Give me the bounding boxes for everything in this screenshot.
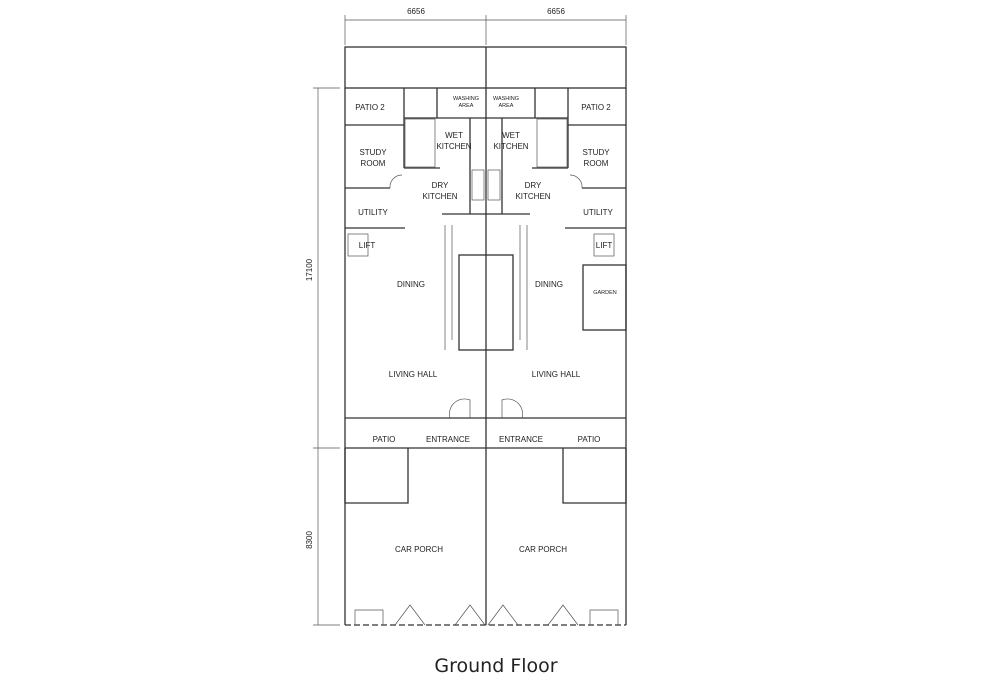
room-living-right: LIVING HALL bbox=[532, 370, 581, 379]
room-car-porch-right: CAR PORCH bbox=[519, 545, 567, 554]
room-dry-kitchen-left: KITCHEN bbox=[422, 192, 457, 201]
room-washing-area-right: AREA bbox=[499, 103, 514, 109]
room-living-left: LIVING HALL bbox=[389, 370, 438, 379]
room-dining-left: DINING bbox=[397, 280, 425, 289]
room-wet-right: WET bbox=[502, 131, 520, 140]
room-wet-kitchen-right: KITCHEN bbox=[493, 142, 528, 151]
room-patio2-left: PATIO 2 bbox=[355, 103, 385, 112]
room-entrance-left: ENTRANCE bbox=[426, 435, 470, 444]
room-dry-left: DRY bbox=[432, 181, 449, 190]
room-garden: GARDEN bbox=[593, 290, 617, 296]
room-lift-left: LIFT bbox=[359, 241, 376, 250]
room-patio-left: PATIO bbox=[373, 435, 396, 444]
room-dining-right: DINING bbox=[535, 280, 563, 289]
room-lift-right: LIFT bbox=[596, 241, 613, 250]
room-utility-left: UTILITY bbox=[358, 208, 388, 217]
room-entrance-right: ENTRANCE bbox=[499, 435, 543, 444]
fixtures bbox=[347, 118, 619, 626]
dimension-lines bbox=[313, 15, 627, 626]
room-wet-left: WET bbox=[445, 131, 463, 140]
room-car-porch-left: CAR PORCH bbox=[395, 545, 443, 554]
dim-depth-porch: 8300 bbox=[305, 531, 314, 549]
dim-width-right: 6656 bbox=[547, 7, 565, 16]
room-washing-area-left: AREA bbox=[459, 103, 474, 109]
dim-width-left: 6656 bbox=[407, 7, 425, 16]
dim-depth-main: 17100 bbox=[305, 258, 314, 281]
room-patio2-right: PATIO 2 bbox=[581, 103, 611, 112]
room-washing-left: WASHING bbox=[453, 96, 479, 102]
room-study-room-left: ROOM bbox=[361, 159, 386, 168]
room-study-left: STUDY bbox=[359, 148, 387, 157]
room-study-right: STUDY bbox=[582, 148, 610, 157]
plan-title: Ground Floor bbox=[434, 655, 558, 677]
room-dry-right: DRY bbox=[525, 181, 542, 190]
room-study-room-right: ROOM bbox=[584, 159, 609, 168]
room-wet-kitchen-left: KITCHEN bbox=[436, 142, 471, 151]
room-dry-kitchen-right: KITCHEN bbox=[515, 192, 550, 201]
room-utility-right: UTILITY bbox=[583, 208, 613, 217]
walls bbox=[344, 46, 627, 626]
room-washing-right: WASHING bbox=[493, 96, 519, 102]
room-patio-right: PATIO bbox=[578, 435, 601, 444]
